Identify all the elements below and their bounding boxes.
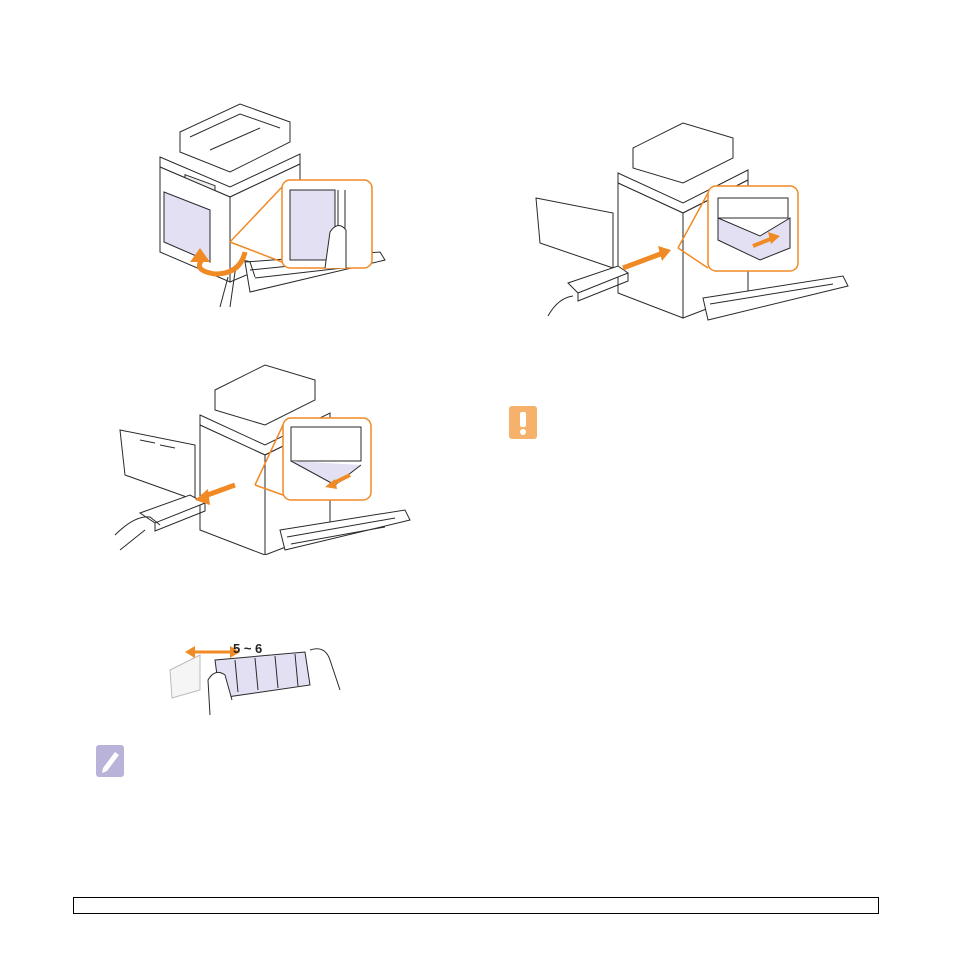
caution-exclamation-icon xyxy=(508,405,538,440)
figure-remove-toner-cartridge xyxy=(105,355,415,555)
figure-open-side-cover xyxy=(150,92,390,307)
figure-insert-toner-cartridge xyxy=(528,118,858,323)
note-pencil-icon xyxy=(95,744,125,778)
shake-count-label: 5 ~ 6 xyxy=(233,641,262,656)
page-footer-bar xyxy=(73,897,879,914)
